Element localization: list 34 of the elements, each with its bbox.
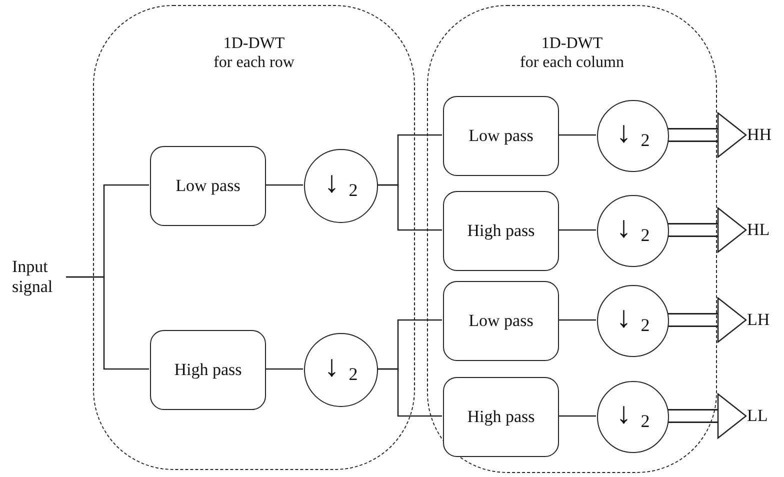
signal-label: LH <box>747 310 770 330</box>
filter-box: High pass <box>443 191 559 271</box>
connector-line <box>66 276 149 370</box>
connector-line <box>558 229 596 231</box>
connector-line <box>377 368 442 417</box>
downsample-circle: ↓ $_{2}$ <box>597 381 669 453</box>
connector-line <box>558 134 596 136</box>
group-title: 1D-DWT for each row <box>212 34 296 72</box>
signal-label: Input signal <box>12 257 54 297</box>
filter-box: Low pass <box>443 281 559 361</box>
connector-line <box>558 415 596 417</box>
connector-line <box>265 368 303 370</box>
downsample-circle: ↓ $_{2}$ <box>304 333 378 407</box>
signal-label: HH <box>747 125 772 145</box>
group-title: 1D-DWT for each column <box>519 34 625 72</box>
signal-label: LL <box>747 406 768 426</box>
downsample-circle: ↓ $_{2}$ <box>597 285 669 357</box>
output-block-arrow <box>668 297 747 343</box>
connector-line <box>265 184 303 186</box>
connector-line <box>558 319 596 321</box>
downsample-circle: ↓ $_{2}$ <box>597 100 669 172</box>
dashed-group <box>427 5 717 473</box>
output-block-arrow <box>668 207 747 253</box>
filter-box: Low pass <box>150 146 266 226</box>
filter-box: High pass <box>443 377 559 457</box>
downsample-circle: ↓ $_{2}$ <box>304 149 378 223</box>
output-block-arrow <box>668 112 747 158</box>
downsample-circle: ↓ $_{2}$ <box>597 195 669 267</box>
filter-box: High pass <box>150 330 266 410</box>
connector-line <box>377 184 442 231</box>
signal-label: HL <box>747 220 770 240</box>
dashed-group <box>93 5 415 470</box>
output-block-arrow <box>668 393 747 439</box>
filter-box: Low pass <box>443 96 559 176</box>
